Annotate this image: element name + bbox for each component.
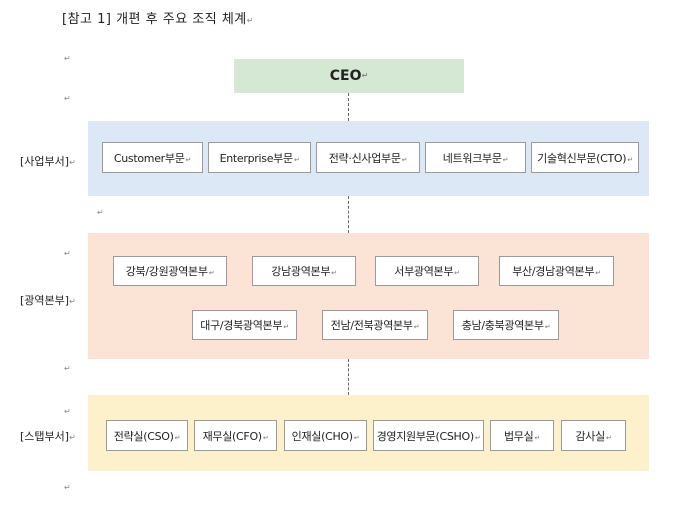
org-box: Customer부문↵: [102, 142, 203, 173]
paragraph-mark: ↵: [64, 364, 71, 373]
paragraph-mark: ↵: [246, 16, 254, 25]
org-box: 전략실(CSO)↵: [106, 420, 188, 451]
org-box: 법무실↵: [490, 420, 554, 451]
org-box: 서부광역본부↵: [375, 256, 479, 286]
section-label-business: [사업부서]↵: [20, 155, 76, 168]
section-label-regional: [광역본부]↵: [20, 294, 76, 307]
org-box: 기술혁신부문(CTO)↵: [531, 142, 639, 173]
org-box: 전남/전북광역본부↵: [322, 310, 428, 340]
org-box: 전략·신사업부문↵: [316, 142, 420, 173]
org-box: 부산/경남광역본부↵: [499, 256, 614, 286]
org-box: 인재실(CHO)↵: [284, 420, 367, 451]
paragraph-mark: ↵: [64, 483, 71, 492]
ceo-box: CEO↵: [234, 59, 464, 93]
paragraph-mark: ↵: [64, 54, 71, 63]
connector-line: [348, 93, 349, 121]
org-box: 충남/충북광역본부↵: [453, 310, 559, 340]
connector-line: [348, 196, 349, 233]
org-box: 강북/강원광역본부↵: [113, 256, 227, 286]
org-box: 재무실(CFO)↵: [194, 420, 277, 451]
paragraph-mark: ↵: [64, 407, 71, 416]
section-label-staff: [스탭부서]↵: [20, 430, 76, 443]
org-box: 감사실↵: [561, 420, 626, 451]
paragraph-mark: ↵: [97, 208, 104, 217]
paragraph-mark: ↵: [64, 94, 71, 103]
org-box: Enterprise부문↵: [208, 142, 311, 173]
connector-line: [348, 359, 349, 395]
org-box: 경영지원부문(CSHO)↵: [373, 420, 484, 451]
paragraph-mark: ↵: [64, 249, 71, 258]
regional-band: [88, 233, 649, 359]
org-box: 대구/경북광역본부↵: [192, 310, 297, 340]
org-box: 네트워크부문↵: [425, 142, 526, 173]
org-box: 강남광역본부↵: [252, 256, 356, 286]
page-title: [참고 1] 개편 후 주요 조직 체계↵: [62, 12, 254, 27]
